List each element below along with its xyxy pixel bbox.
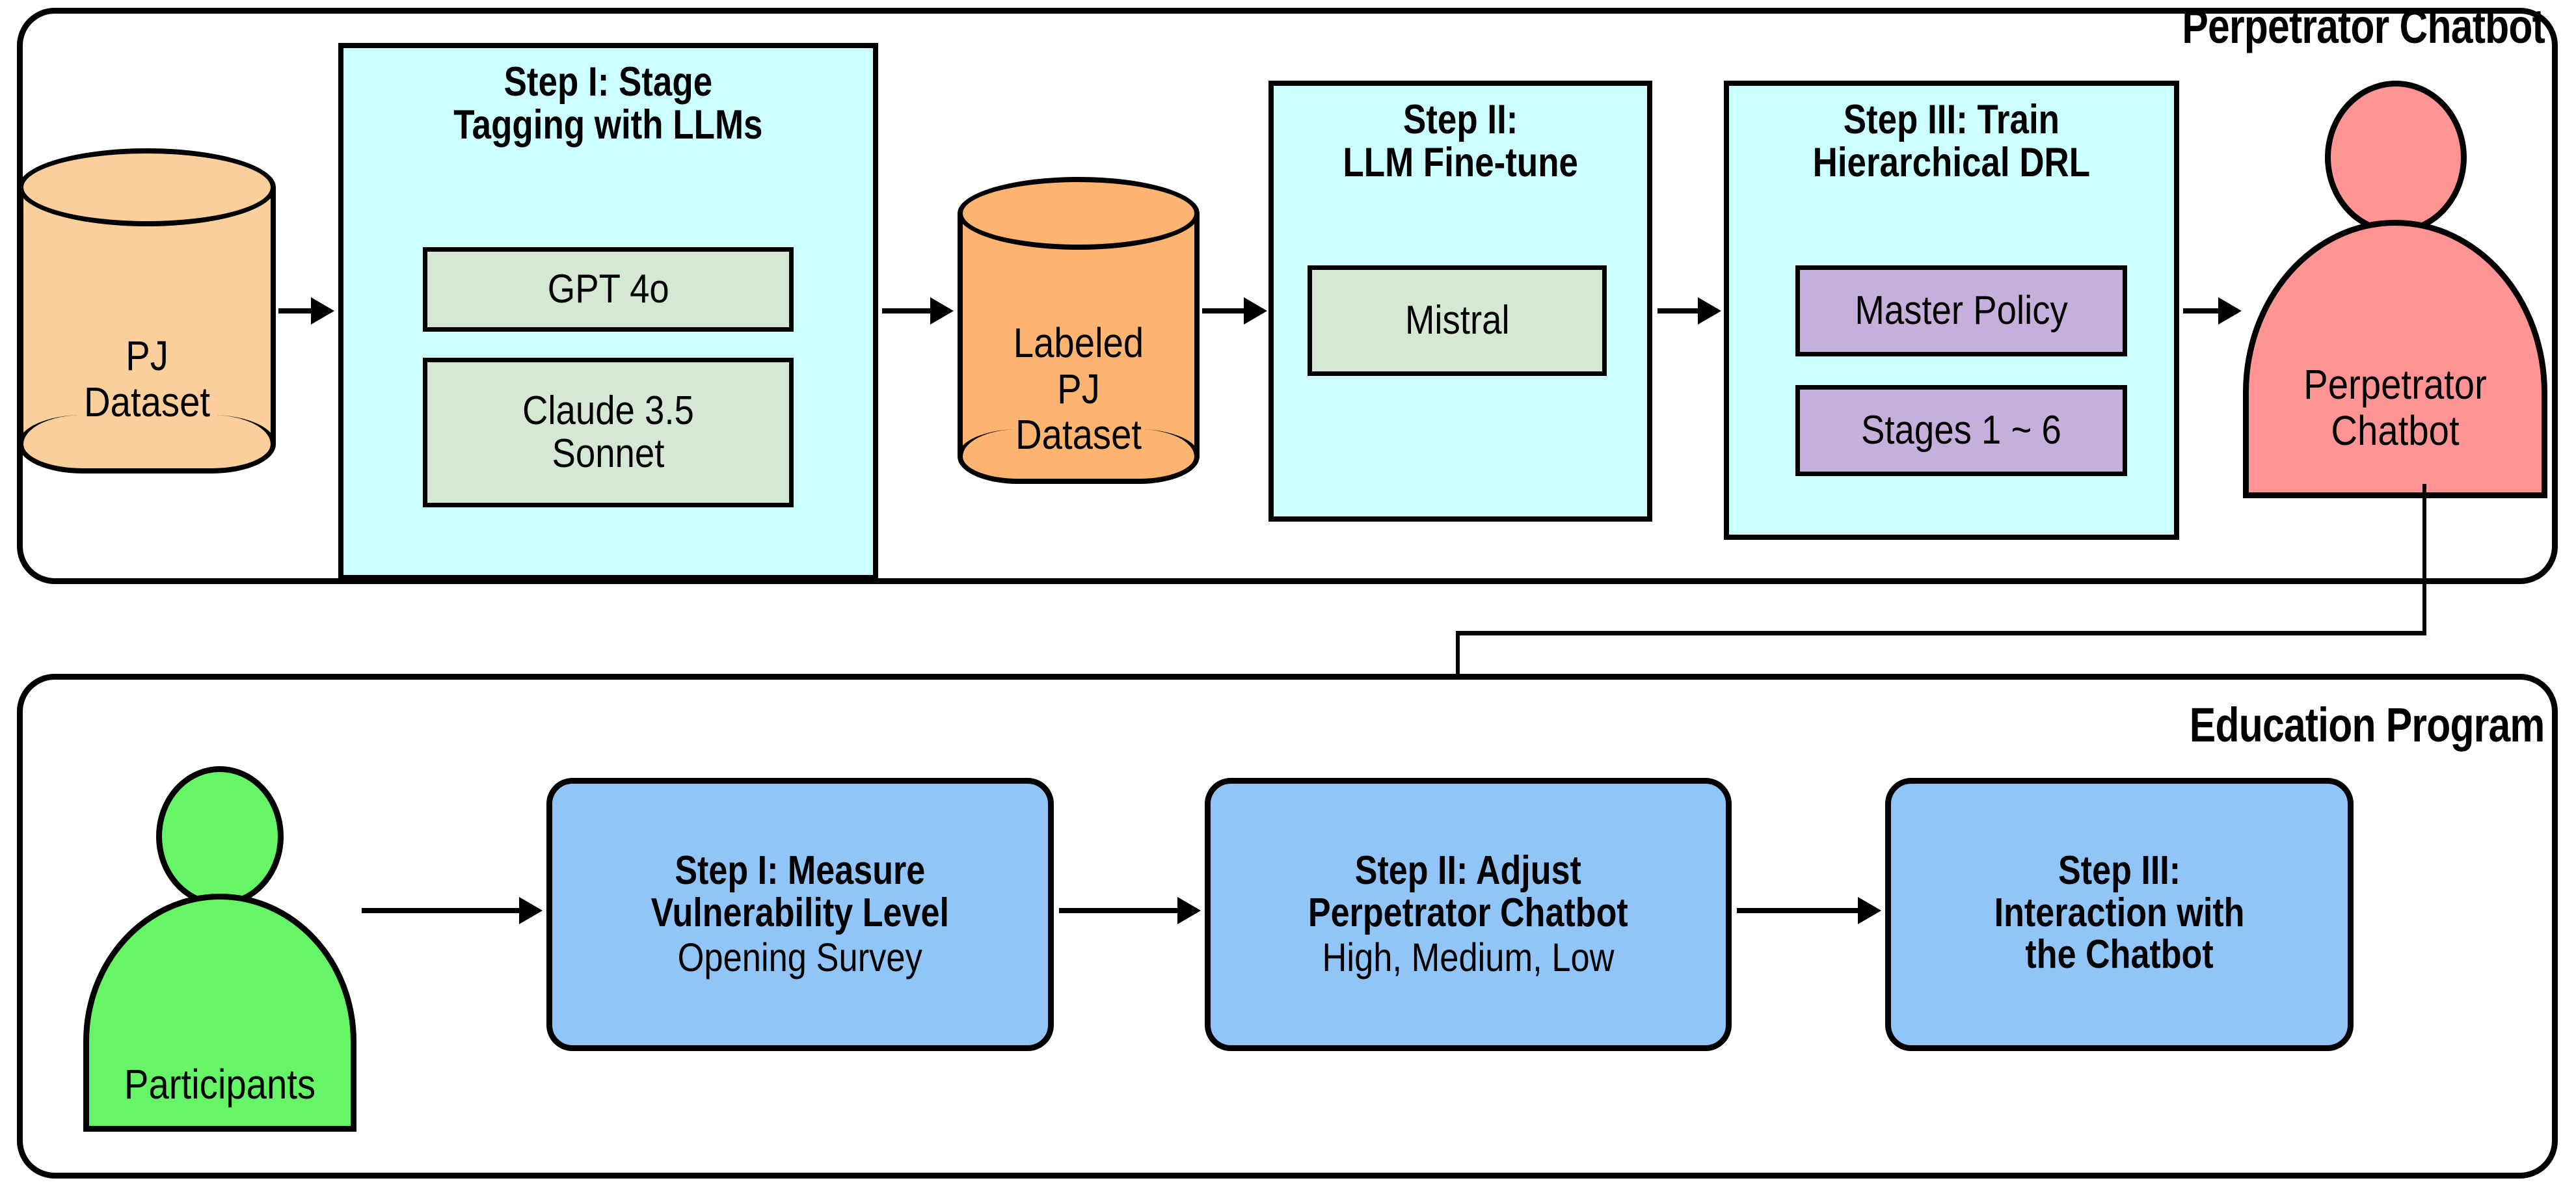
- pj-dataset-label: PJ Dataset: [83, 332, 211, 425]
- step-ii-heading: Step II: LLM Fine-tune: [1343, 97, 1578, 185]
- chip-master-policy: Master Policy: [1795, 265, 2127, 356]
- chip-claude-3-5-sonnet: Claude 3.5 Sonnet: [423, 358, 794, 507]
- cylinder-body: [18, 187, 276, 444]
- labeled-pj-dataset-label: Labeled PJ Dataset: [1013, 319, 1144, 459]
- participants-person-icon: Participants: [83, 766, 356, 1132]
- edu-step-i-heading: Step I: Measure Vulnerability Level: [651, 848, 950, 935]
- arrow-labeled-to-step2: [1202, 297, 1267, 325]
- arrow-step2-to-step3: [1657, 297, 1721, 325]
- cylinder-top: [18, 148, 276, 226]
- arrow-step3-to-perpetrator: [2183, 297, 2242, 325]
- chip-stages-1-to-6: Stages 1 ~ 6: [1795, 385, 2127, 476]
- arrow-edu-step2-to-step3: [1737, 897, 1881, 924]
- edu-step-ii-subtext: High, Medium, Low: [1322, 935, 1615, 980]
- cylinder-body: [958, 213, 1200, 457]
- perpetrator-chatbot-person-icon: Perpetrator Chatbot: [2243, 81, 2547, 498]
- edu-step-i-measure-box: Step I: Measure Vulnerability Level Open…: [546, 778, 1054, 1051]
- edu-step-iii-interaction-box: Step III: Interaction with the Chatbot: [1885, 778, 2354, 1051]
- pj-dataset-cylinder: PJ Dataset: [18, 148, 276, 473]
- panel-title-education: Education Program: [2190, 698, 2545, 752]
- chip-gpt-4o: GPT 4o: [423, 247, 794, 332]
- edu-step-iii-heading: Step III: Interaction with the Chatbot: [1994, 848, 2245, 978]
- cylinder-top: [958, 177, 1200, 250]
- cylinder-bottom: [18, 415, 276, 473]
- step-iii-heading: Step III: Train Hierarchical DRL: [1812, 97, 2091, 185]
- arrow-participants-to-edu-step1: [362, 897, 543, 924]
- edu-step-ii-adjust-box: Step II: Adjust Perpetrator Chatbot High…: [1205, 778, 1732, 1051]
- perpetrator-chatbot-label: Perpetrator Chatbot: [2303, 360, 2487, 455]
- person-head: [2325, 81, 2467, 234]
- arrow-step1-to-labeled: [882, 297, 954, 325]
- participants-label: Participants: [124, 1060, 316, 1108]
- arrow-pj-to-step1: [278, 297, 334, 325]
- chip-mistral: Mistral: [1308, 265, 1607, 376]
- edu-step-i-subtext: Opening Survey: [677, 935, 923, 980]
- feedback-line-horizontal: [1456, 631, 2426, 635]
- step-i-heading: Step I: Stage Tagging with LLMs: [453, 59, 763, 148]
- labeled-pj-dataset-cylinder: Labeled PJ Dataset: [958, 177, 1200, 484]
- feedback-line-vertical-top: [2422, 484, 2426, 635]
- edu-step-ii-heading: Step II: Adjust Perpetrator Chatbot: [1308, 848, 1628, 935]
- arrow-edu-step1-to-step2: [1059, 897, 1201, 924]
- person-body: [2243, 220, 2547, 498]
- panel-title-perpetrator: Perpetrator Chatbot: [2182, 0, 2545, 53]
- person-body: [83, 894, 356, 1132]
- person-head: [156, 766, 284, 907]
- cylinder-bottom: [958, 429, 1200, 484]
